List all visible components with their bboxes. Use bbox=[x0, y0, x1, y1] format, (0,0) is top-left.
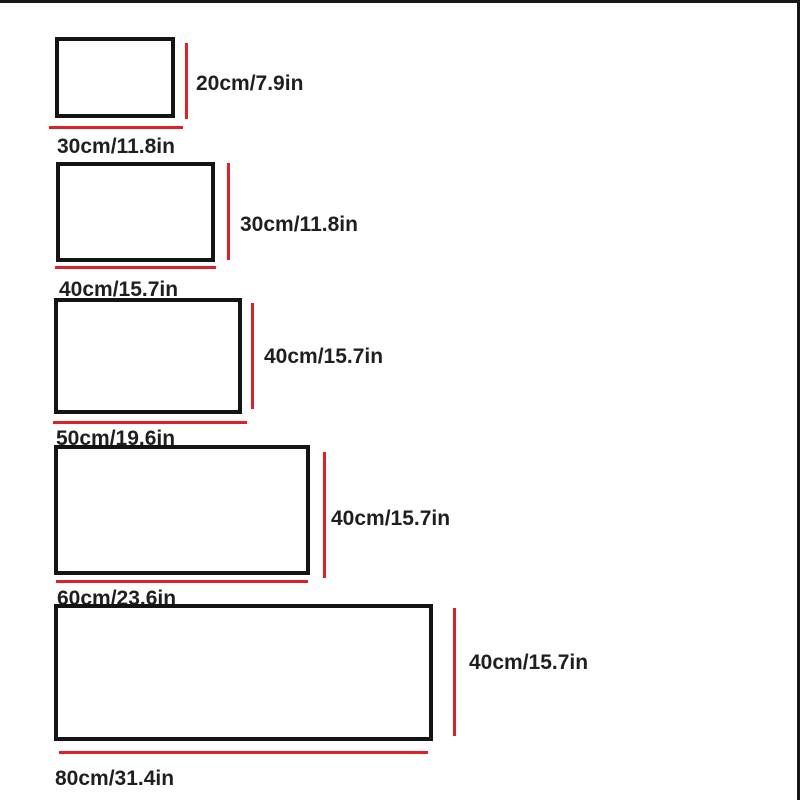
width-measure-line bbox=[56, 580, 308, 583]
width-measure-line bbox=[49, 126, 183, 129]
width-measure-line bbox=[59, 751, 428, 754]
height-measure-line bbox=[185, 43, 188, 119]
width-label: 40cm/15.7in bbox=[59, 278, 179, 301]
height-measure-line bbox=[323, 452, 326, 578]
width-measure-line bbox=[55, 266, 216, 269]
image-frame-top bbox=[0, 0, 800, 3]
height-label: 40cm/15.7in bbox=[264, 345, 384, 368]
size-rectangle bbox=[54, 445, 310, 575]
height-measure-line bbox=[453, 608, 456, 736]
width-measure-line bbox=[53, 421, 247, 424]
height-label: 40cm/15.7in bbox=[469, 651, 589, 674]
size-rectangle bbox=[54, 298, 242, 414]
height-label: 30cm/11.8in bbox=[240, 213, 358, 236]
height-label: 40cm/15.7in bbox=[331, 507, 451, 530]
size-rectangle bbox=[54, 604, 433, 741]
height-label: 20cm/7.9in bbox=[196, 72, 304, 95]
width-label: 30cm/11.8in bbox=[57, 135, 175, 158]
width-label: 80cm/31.4in bbox=[55, 767, 175, 790]
width-label: 50cm/19.6in bbox=[56, 427, 176, 450]
size-rectangle bbox=[55, 37, 175, 118]
size-rectangle bbox=[56, 162, 215, 262]
height-measure-line bbox=[251, 303, 254, 409]
height-measure-line bbox=[227, 163, 230, 260]
image-frame-right bbox=[797, 0, 800, 800]
width-label: 60cm/23.6in bbox=[57, 587, 177, 610]
